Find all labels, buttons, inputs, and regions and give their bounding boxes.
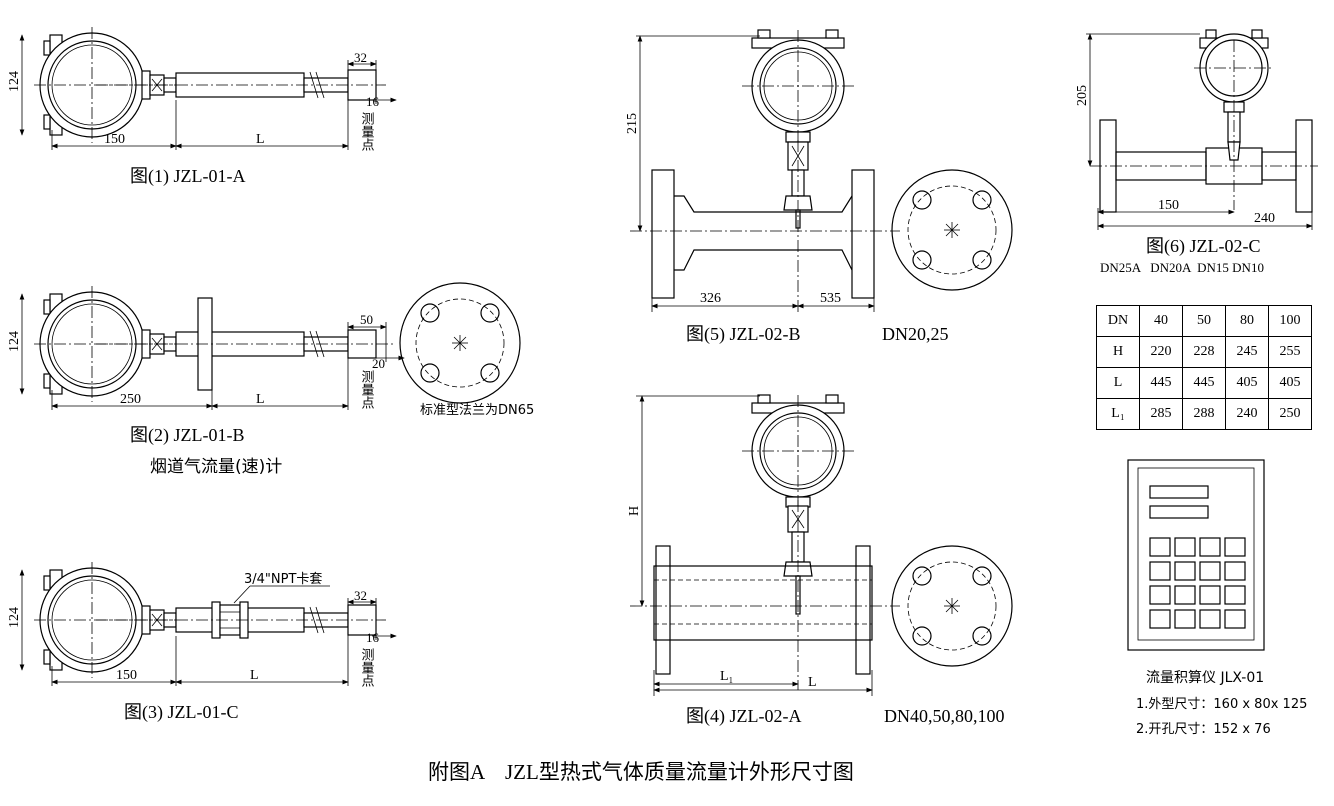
table-cell: 220 <box>1139 336 1183 368</box>
figure-5-jzl-02-b: 215 326 535 图(5) JZL-02-B DN20,25 <box>625 29 1013 345</box>
calculator-spec-1: 1.外型尺寸：160 x 80x 125 <box>1136 697 1307 712</box>
fig5-dim-height: 215 <box>625 113 640 134</box>
table-cell: 405 <box>1268 367 1312 399</box>
fig6-dim-len: 240 <box>1254 211 1275 226</box>
fig4-dim-l1: L₁ <box>720 669 733 684</box>
figure-6-jzl-02-c: 205 150 240 图(6) JZL-02-C DN25A DN20A DN… <box>1075 29 1318 275</box>
table-cell: 228 <box>1182 336 1226 368</box>
fig1-point-label: 测量点 <box>359 112 375 151</box>
fig4-caption: 图(4) JZL-02-A <box>686 706 801 727</box>
fig1-dim-len: L <box>256 132 265 147</box>
flow-calculator-jlx-01: 流量积算仪 JLX-01 1.外型尺寸：160 x 80x 125 2.开孔尺寸… <box>1127 459 1307 737</box>
fig2-dim-len: L <box>256 392 265 407</box>
fig1-dim-height: 124 <box>7 71 22 92</box>
calculator-title: 流量积算仪 JLX-01 <box>1146 670 1264 686</box>
table-cell: 245 <box>1225 336 1269 368</box>
fig4-dim-len: L <box>808 675 817 690</box>
table-cell: 240 <box>1225 398 1269 430</box>
table-row-header: H <box>1096 336 1140 368</box>
fig4-dn: DN40,50,80,100 <box>884 706 1005 726</box>
fig6-dim-height: 205 <box>1075 85 1090 106</box>
fig3-fitting-label: 3/4"NPT卡套 <box>244 571 322 587</box>
figure-2-jzl-01-b: 124 250 L 50 20 测量点 标准型法兰为DN65 图(2) JZL-… <box>7 282 534 477</box>
fig3-dim-len: L <box>250 668 259 683</box>
main-title: 附图A JZL型热式气体质量流量计外形尺寸图 <box>428 760 854 784</box>
table-cell: 250 <box>1268 398 1312 430</box>
fig6-caption: 图(6) JZL-02-C <box>1146 236 1260 257</box>
fig3-dim-height: 124 <box>7 607 22 628</box>
table-cell: 405 <box>1225 367 1269 399</box>
fig1-dim-base: 150 <box>104 132 125 147</box>
fig2-caption: 图(2) JZL-01-B <box>130 425 244 446</box>
table-cell: 285 <box>1139 398 1183 430</box>
figure-3-jzl-01-c: 3/4"NPT卡套 124 150 L 32 16 测量点 图(3) JZL-0… <box>7 561 397 723</box>
fig2-flange-note: 标准型法兰为DN65 <box>420 403 534 418</box>
fig6-dim-base: 150 <box>1158 198 1179 213</box>
fig2-dim-probe: 20 <box>372 356 385 371</box>
figure-1-jzl-01-a: 124 150 L 32 16 测量点 图(1) JZL-01-A <box>7 26 397 187</box>
table-cell: 445 <box>1182 367 1226 399</box>
figure-4-jzl-02-a: H L₁ L 图(4) JZL-02-A DN40,50,80,100 <box>627 394 1013 727</box>
fig5-dim-len: 535 <box>820 291 841 306</box>
table-cell: 80 <box>1225 305 1269 337</box>
fig2-dim-height: 124 <box>7 331 22 352</box>
table-row-header: L <box>1096 367 1140 399</box>
table-cell: 100 <box>1268 305 1312 337</box>
fig1-dim-tip: 32 <box>354 50 367 65</box>
fig2-point-label: 测量点 <box>359 370 375 409</box>
table-cell: 255 <box>1268 336 1312 368</box>
fig5-dn: DN20,25 <box>882 324 949 344</box>
fig5-caption: 图(5) JZL-02-B <box>686 324 800 345</box>
fig1-dim-probe: 16 <box>366 94 380 109</box>
table-cell: 40 <box>1139 305 1183 337</box>
fig6-dn: DN25A DN20A DN15 DN10 <box>1100 260 1264 275</box>
table-cell: 50 <box>1182 305 1226 337</box>
fig4-dim-height: H <box>627 506 642 516</box>
fig3-point-label: 测量点 <box>359 648 375 687</box>
table-cell: 288 <box>1182 398 1226 430</box>
fig2-subtitle: 烟道气流量(速)计 <box>150 457 282 477</box>
fig3-caption: 图(3) JZL-01-C <box>124 702 238 723</box>
fig3-dim-tip: 32 <box>354 588 367 603</box>
table-cell: 445 <box>1139 367 1183 399</box>
fig1-caption: 图(1) JZL-01-A <box>130 166 245 187</box>
calculator-spec-2: 2.开孔尺寸：152 x 76 <box>1136 722 1271 737</box>
table-row-header: DN <box>1096 305 1140 337</box>
fig3-dim-base: 150 <box>116 668 137 683</box>
fig2-dim-base: 250 <box>120 392 141 407</box>
fig5-dim-base: 326 <box>700 291 721 306</box>
fig3-dim-probe: 16 <box>366 630 380 645</box>
fig2-dim-tip: 50 <box>360 312 373 327</box>
table-row-header: L₁ <box>1096 398 1140 430</box>
calculator-keypad <box>1149 537 1246 629</box>
